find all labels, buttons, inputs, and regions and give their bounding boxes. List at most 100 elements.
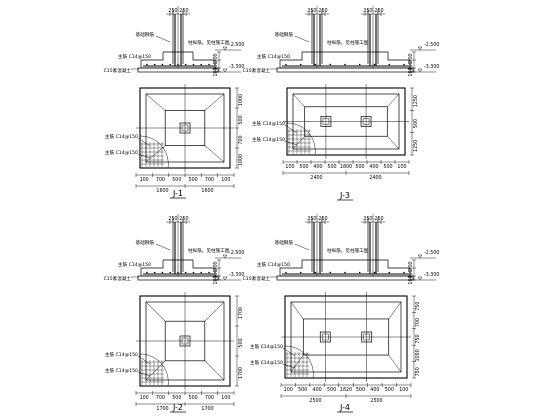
- note-rebar: 基础钢筋: [136, 239, 155, 246]
- leader: [294, 243, 310, 251]
- right-dim: 1700: [238, 307, 244, 319]
- bottom-dim-total: 1600: [201, 188, 213, 194]
- right-dim: 1250: [413, 95, 419, 107]
- rebar-dot: [358, 63, 361, 66]
- top-dim-left: 250: [168, 216, 177, 222]
- elevation-upper: -2.500: [229, 250, 244, 256]
- bottom-dim-total: 2500: [370, 398, 382, 404]
- cushion-layer: [137, 275, 219, 281]
- slope-line: [387, 136, 400, 150]
- top-dim-right: 250: [179, 216, 188, 222]
- right-dim: 1250: [413, 140, 419, 152]
- slope-line: [290, 354, 304, 373]
- leader: [284, 140, 298, 146]
- drawing-label: J-3: [339, 191, 350, 200]
- elev-marker: [417, 276, 423, 281]
- top-dim-left: 250: [363, 8, 372, 14]
- leader: [137, 153, 151, 159]
- bottom-dim: 500: [385, 387, 394, 393]
- elevation-upper: -2.500: [424, 42, 439, 48]
- bottom-dim: 400: [369, 164, 378, 170]
- rebar-hatch-corner: [139, 135, 169, 169]
- note-concrete: C15素混凝土: [104, 275, 132, 282]
- top-dim-left: 250: [307, 8, 316, 14]
- right-dim: 1000: [238, 154, 244, 166]
- leader: [137, 371, 151, 377]
- slope-line: [388, 354, 402, 373]
- elevation-upper: -2.500: [424, 250, 439, 256]
- rebar-dot: [403, 63, 405, 66]
- rebar-dot: [314, 271, 317, 274]
- right-dim: 500: [238, 115, 244, 124]
- top-dim-right: 250: [374, 216, 383, 222]
- bottom-dim-total: 2400: [369, 175, 381, 181]
- bottom-dim: 400: [313, 164, 322, 170]
- top-dim-right: 250: [318, 216, 327, 222]
- bottom-dim: 100: [140, 395, 149, 401]
- bottom-dim: 100: [399, 387, 408, 393]
- side-dim: 400: [408, 269, 414, 278]
- bottom-dim: 500: [189, 177, 198, 183]
- bottom-dim: 100: [140, 177, 149, 183]
- bottom-dim: 500: [189, 395, 198, 401]
- note-concrete: C15素混凝土: [243, 275, 271, 282]
- elev-marker: [222, 68, 228, 73]
- right-dim: 1700: [238, 367, 244, 379]
- rebar-dot: [285, 271, 287, 274]
- bottom-dim: 100: [285, 164, 294, 170]
- rebar-dot: [208, 63, 210, 66]
- rebar-dot: [344, 63, 346, 66]
- side-dim: 400: [213, 61, 219, 70]
- rebar-dot: [200, 63, 203, 66]
- rebar-dot: [161, 271, 164, 274]
- right-dim: 750: [415, 367, 421, 376]
- right-dim: 700: [415, 318, 421, 327]
- top-dim-left: 250: [168, 8, 177, 14]
- bottom-dim: 500: [383, 164, 392, 170]
- bottom-dim: 400: [370, 387, 379, 393]
- slope-line: [145, 93, 166, 111]
- note-mainbar: 主筋 C14@150: [257, 53, 290, 60]
- rebar-dot: [314, 63, 317, 66]
- bottom-dim: 500: [355, 164, 364, 170]
- cushion-layer: [137, 67, 219, 73]
- bottom-dim: 100: [284, 387, 293, 393]
- drawing-label: J-1: [172, 189, 183, 198]
- rebar-dot: [153, 63, 156, 66]
- note-column: 柱纵筋，见柱施工图: [327, 39, 369, 46]
- note-column: 柱纵筋，见柱施工图: [188, 247, 230, 254]
- bottom-dim: 500: [327, 387, 336, 393]
- rebar-dot: [161, 63, 164, 66]
- note-rebar: 基础钢筋: [275, 31, 294, 38]
- slope-line: [387, 93, 400, 107]
- rebar-dot: [299, 63, 302, 66]
- rebar-dot: [299, 271, 302, 274]
- bottom-dim: 500: [356, 387, 365, 393]
- elevation-lower: -3.300: [424, 64, 439, 70]
- bottom-dim: 500: [172, 177, 181, 183]
- rebar-dot: [192, 63, 195, 66]
- leader: [294, 35, 310, 43]
- bottom-dim: 400: [313, 387, 322, 393]
- slope-line: [388, 301, 402, 320]
- rebar-hatch-corner: [286, 122, 316, 156]
- note-rebar: 基础钢筋: [275, 239, 294, 246]
- bottom-dim-total: 1700: [156, 406, 168, 412]
- note-mainbar: 主筋 C14@150: [105, 351, 138, 358]
- rebar-dot: [403, 271, 405, 274]
- hatch-arc: [139, 135, 169, 169]
- note-mainbar: 主筋 C14@150: [105, 367, 138, 374]
- note-column: 柱纵筋，见柱施工图: [327, 247, 369, 254]
- note-mainbar: 主筋 C14@150: [252, 120, 285, 127]
- rebar-dot: [177, 63, 179, 66]
- side-dim: 100: [213, 67, 219, 76]
- elev-marker: [417, 46, 423, 51]
